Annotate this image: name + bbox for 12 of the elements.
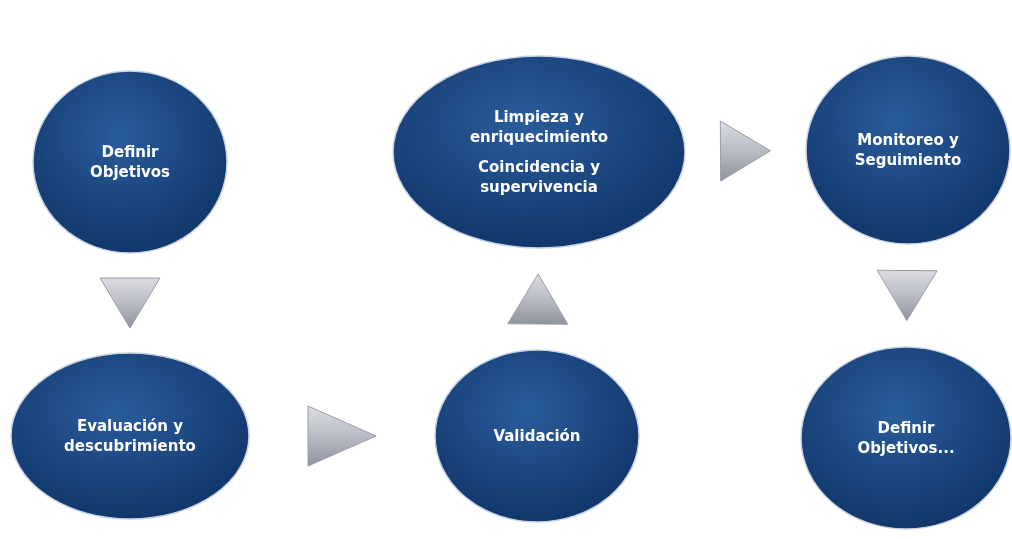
chevron-arrow xyxy=(719,120,771,182)
node-label: Validación xyxy=(493,425,581,447)
chevron-arrow xyxy=(99,277,161,329)
chevron-arrow xyxy=(507,273,569,325)
node-label: Limpieza y enriquecimiento xyxy=(468,106,610,147)
node-label: Definir Objetivos... xyxy=(856,417,956,459)
chevron-arrow xyxy=(876,269,938,321)
node-label: Definir Objetivos xyxy=(88,141,172,183)
chevron-arrow xyxy=(307,405,377,467)
node-label: Coincidencia y supervivencia xyxy=(477,157,601,198)
node-label: Evaluación y descubrimiento xyxy=(63,415,197,457)
node-label: Monitoreo y Seguimiento xyxy=(853,129,963,171)
